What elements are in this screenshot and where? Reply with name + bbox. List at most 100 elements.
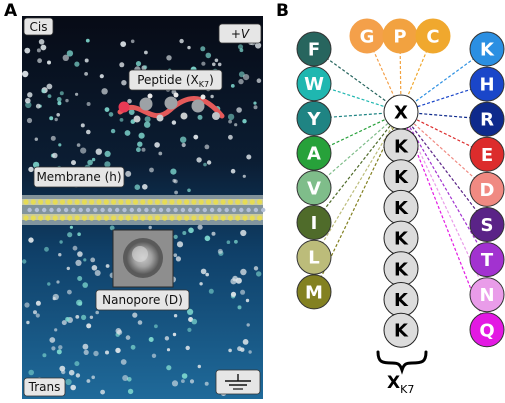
membrane-atom (242, 199, 248, 205)
ion-particle (255, 42, 262, 49)
ion-particle (72, 245, 78, 251)
membrane-atom (52, 215, 58, 221)
ion-particle (128, 109, 135, 115)
membrane-atom (74, 215, 80, 221)
membrane-atom (202, 207, 207, 213)
svg-text:K: K (394, 259, 409, 280)
membrane-atom (111, 215, 117, 221)
residue-F: F (296, 31, 332, 67)
ion-particle (52, 293, 59, 301)
center-residue-X: X (383, 94, 419, 130)
ion-particle (197, 224, 203, 230)
ion-particle (166, 55, 172, 61)
membrane-atom (132, 215, 139, 221)
membrane-atom (176, 199, 182, 205)
membrane-atom (184, 199, 190, 205)
ion-particle (37, 58, 42, 64)
svg-text:P: P (393, 27, 406, 48)
ion-particle (228, 348, 232, 353)
membrane-atom (107, 207, 113, 213)
ion-particle (237, 305, 242, 310)
membrane-atom (220, 215, 226, 221)
membrane-atom (213, 199, 219, 205)
ion-particle (22, 259, 27, 264)
ion-particle (46, 83, 53, 90)
residue-D: D (469, 171, 505, 207)
ion-particle (82, 343, 89, 350)
connection-line (313, 111, 402, 258)
membrane-atom (111, 199, 117, 205)
ion-particle (242, 339, 249, 345)
ion-particle (62, 54, 69, 61)
residue-L: L (296, 239, 332, 275)
membrane-atoms (23, 199, 266, 221)
ion-particle (130, 39, 135, 44)
membrane-atom (217, 207, 222, 213)
ion-particle (135, 61, 142, 67)
membrane-atom (169, 215, 175, 221)
ion-particle (71, 160, 76, 166)
nanopore-label: Nanopore (D) (95, 289, 190, 311)
ion-particle (253, 101, 257, 105)
ion-particle (138, 132, 145, 139)
ion-particle (144, 121, 151, 128)
ion-particle (226, 240, 231, 244)
nanopore-image (112, 229, 174, 288)
membrane-layer (22, 195, 266, 225)
membrane-atom (158, 207, 164, 213)
ion-particle (74, 61, 80, 67)
ion-particle (230, 84, 235, 88)
ion-particle (87, 159, 93, 166)
membrane-atom (154, 215, 160, 221)
ion-particle (68, 369, 75, 376)
svg-text:T: T (481, 250, 494, 271)
ion-particle (91, 265, 98, 271)
ion-particle (237, 44, 244, 50)
ion-particle (122, 375, 129, 381)
ion-particle (230, 168, 236, 174)
ion-particle (76, 143, 81, 147)
membrane-atom (78, 207, 83, 213)
ion-particle (217, 62, 222, 67)
membrane-atom (38, 199, 44, 205)
ion-particle (90, 257, 96, 263)
membrane-atom (129, 207, 134, 213)
membrane-atom (30, 215, 36, 221)
membrane-atom (151, 207, 156, 213)
ion-particle (164, 336, 170, 341)
ion-particle (204, 235, 211, 242)
ion-particle (179, 38, 184, 44)
membrane-atom (30, 199, 36, 205)
membrane-atom (103, 215, 109, 221)
ion-particle (25, 101, 32, 109)
svg-text:K: K (394, 290, 409, 311)
ion-particle (137, 141, 143, 147)
ion-particle (211, 231, 216, 236)
membrane-atom (195, 207, 200, 213)
ion-particle (141, 147, 146, 152)
membrane-atom (59, 215, 66, 221)
ion-particle (84, 58, 89, 63)
membrane-atom (89, 215, 95, 221)
chain-bracket: XK7 (376, 350, 428, 396)
ion-particle (230, 278, 237, 285)
svg-text:K: K (480, 40, 495, 61)
svg-text:K: K (394, 167, 409, 188)
connection-line (400, 111, 488, 225)
ion-particle (80, 123, 85, 128)
ion-particle (65, 317, 70, 322)
ion-particle (95, 148, 103, 155)
ion-particle (171, 380, 179, 387)
membrane-atom (235, 199, 241, 205)
ion-particle (56, 280, 60, 284)
ion-particle (217, 248, 223, 254)
ion-particle (34, 137, 38, 141)
membrane-atom (115, 207, 120, 213)
ion-particle (67, 289, 72, 295)
ion-particle (58, 253, 62, 257)
residue-E: E (469, 136, 505, 172)
ion-particle (40, 44, 47, 51)
ion-particle (83, 258, 87, 262)
membrane-atom (231, 207, 237, 213)
